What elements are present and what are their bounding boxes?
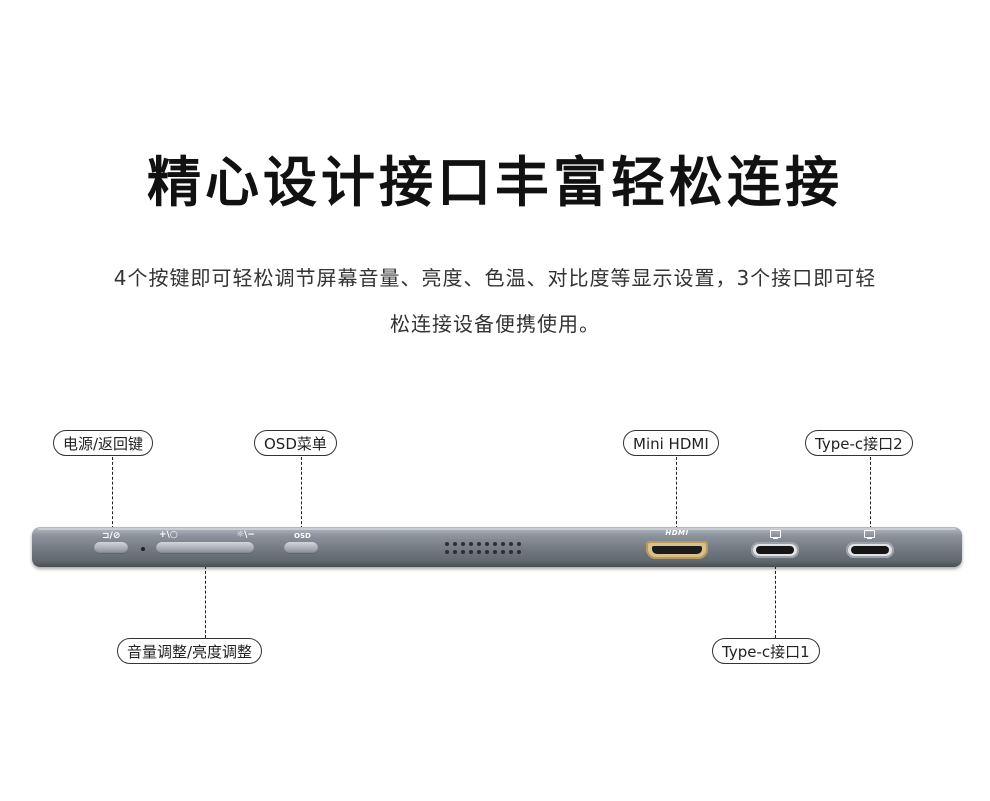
typec-port-1[interactable] [751, 542, 799, 558]
minus-icon: ☼\− [236, 530, 255, 540]
mini-hdmi-port[interactable] [646, 541, 708, 559]
osd-icon: OSD [294, 532, 311, 540]
label-power-back: 电源/返回键 [53, 430, 154, 456]
leader-hdmi [676, 457, 677, 529]
leader-osd [301, 457, 302, 529]
osd-button[interactable] [284, 542, 318, 554]
display-icon [864, 530, 875, 540]
hdmi-logo: HDMI [665, 529, 689, 537]
leader-volume [205, 566, 206, 638]
display-icon [770, 530, 781, 540]
power-button[interactable] [94, 542, 128, 554]
label-typec-2: Type-c接口2 [805, 430, 913, 456]
power-icon: ⊐/⊘ [102, 531, 121, 541]
indicator-light [141, 547, 145, 551]
plus-icon: +\○ [159, 530, 178, 540]
typec-port-2[interactable] [846, 542, 894, 558]
speaker-grille [445, 542, 521, 554]
edge-highlight [38, 528, 956, 530]
leader-power [112, 457, 113, 529]
label-osd-menu: OSD菜单 [254, 430, 337, 456]
label-volume-brightness: 音量调整/亮度调整 [117, 638, 263, 664]
page-title: 精心设计接口丰富轻松连接 [147, 151, 843, 214]
label-typec-1: Type-c接口1 [712, 638, 820, 664]
leader-typec-2 [870, 457, 871, 529]
label-mini-hdmi: Mini HDMI [623, 430, 719, 456]
description-line-2: 松连接设备便携使用。 [390, 312, 600, 336]
description-line-1: 4个按键即可轻松调节屏幕音量、亮度、色温、对比度等显示设置，3个接口即可轻 [113, 266, 877, 290]
monitor-side-edge: ⊐/⊘ +\○ ☼\− OSD HDMI [32, 527, 962, 567]
volume-brightness-rocker[interactable] [156, 542, 254, 554]
leader-typec-1 [775, 566, 776, 638]
